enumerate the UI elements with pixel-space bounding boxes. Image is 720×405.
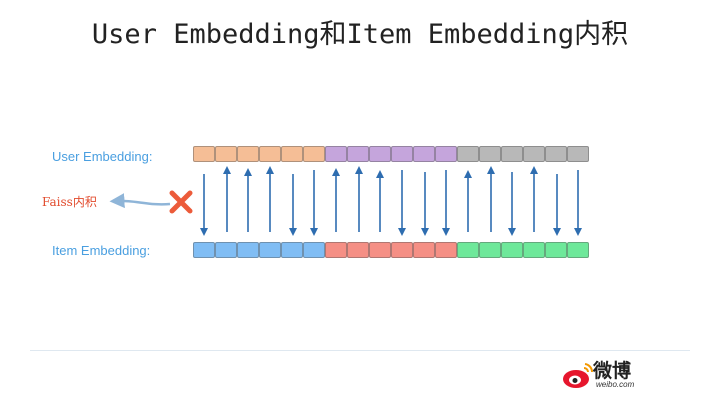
user-embedding-cell bbox=[391, 146, 413, 162]
item-embedding-cell bbox=[391, 242, 413, 258]
user-embedding-cell bbox=[567, 146, 589, 162]
cross-icon bbox=[169, 190, 193, 214]
item-embedding-cell bbox=[567, 242, 589, 258]
item-embedding-cell bbox=[545, 242, 567, 258]
user-embedding-cell bbox=[435, 146, 457, 162]
user-embedding-cell bbox=[501, 146, 523, 162]
item-embedding-cell bbox=[501, 242, 523, 258]
user-embedding-cell bbox=[347, 146, 369, 162]
page-title: User Embedding和Item Embedding内积 bbox=[91, 19, 629, 50]
user-embedding-cell bbox=[369, 146, 391, 162]
item-embedding-cell bbox=[457, 242, 479, 258]
item-embedding-cell bbox=[237, 242, 259, 258]
user-embedding-cell bbox=[193, 146, 215, 162]
item-embedding-cell bbox=[479, 242, 501, 258]
item-embedding-cell bbox=[259, 242, 281, 258]
user-embedding-cell bbox=[523, 146, 545, 162]
faiss-inner-product-label: Faiss内积 bbox=[42, 195, 97, 209]
user-embedding-label: User Embedding: bbox=[52, 149, 153, 164]
weibo-logo-text: 微博 bbox=[593, 360, 632, 382]
user-embedding-cell bbox=[457, 146, 479, 162]
item-embedding-cell bbox=[325, 242, 347, 258]
item-embedding-cell bbox=[413, 242, 435, 258]
user-embedding-cell bbox=[325, 146, 347, 162]
item-embedding-cell bbox=[347, 242, 369, 258]
user-embedding-vector bbox=[193, 146, 589, 162]
item-embedding-cell bbox=[369, 242, 391, 258]
faiss-pointer-arrow bbox=[109, 193, 171, 209]
dot-product-arrows bbox=[200, 166, 582, 236]
user-embedding-cell bbox=[215, 146, 237, 162]
user-embedding-cell bbox=[413, 146, 435, 162]
user-embedding-cell bbox=[303, 146, 325, 162]
item-embedding-cell bbox=[303, 242, 325, 258]
weibo-logo-subtext: weibo.com bbox=[596, 380, 635, 389]
item-embedding-cell bbox=[193, 242, 215, 258]
item-embedding-cell bbox=[523, 242, 545, 258]
user-embedding-cell bbox=[545, 146, 567, 162]
item-embedding-vector bbox=[193, 242, 589, 258]
weibo-eye-icon bbox=[563, 363, 594, 388]
footer-divider bbox=[30, 350, 690, 351]
item-embedding-label: Item Embedding: bbox=[52, 243, 151, 258]
user-embedding-cell bbox=[281, 146, 303, 162]
item-embedding-cell bbox=[435, 242, 457, 258]
item-embedding-cell bbox=[281, 242, 303, 258]
user-embedding-cell bbox=[259, 146, 281, 162]
user-embedding-cell bbox=[237, 146, 259, 162]
user-embedding-cell bbox=[479, 146, 501, 162]
item-embedding-cell bbox=[215, 242, 237, 258]
